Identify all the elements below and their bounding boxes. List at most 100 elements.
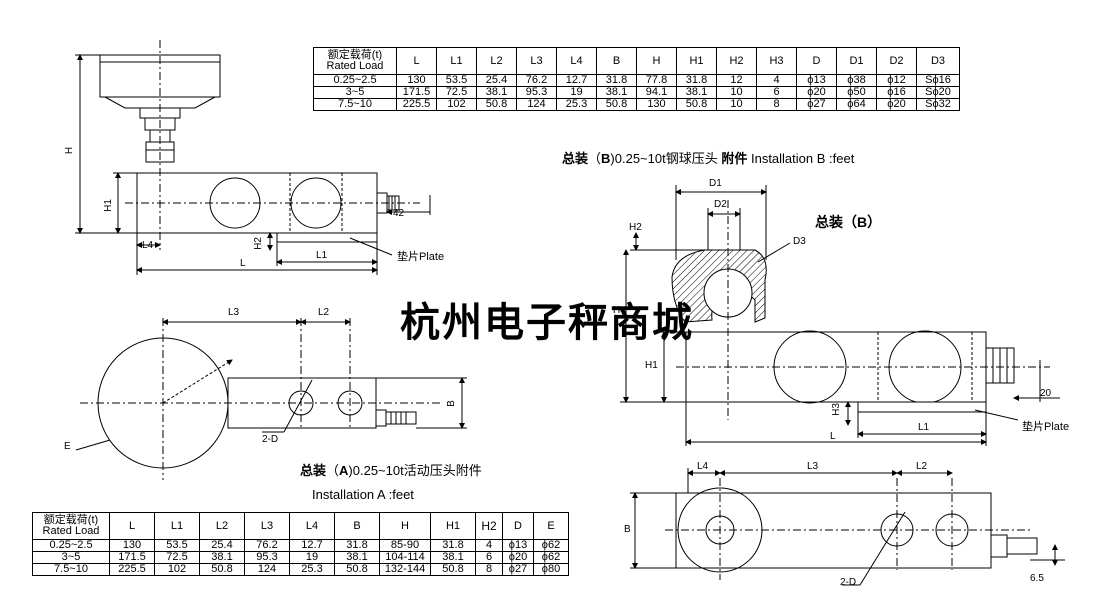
table-cell: ϕ16 [876, 86, 917, 99]
table-cell: 94.1 [636, 86, 677, 99]
table-cell: ϕ20 [502, 551, 534, 564]
label-h2-a: H2 [252, 237, 264, 250]
label-l2-b: L2 [916, 461, 928, 472]
table-cell: 124 [244, 563, 290, 576]
table-cell: 130 [636, 98, 677, 111]
header-cell: L [109, 512, 155, 540]
label-l4-a: L4 [142, 240, 154, 251]
table-cell: 31.8 [676, 74, 717, 87]
label-l3-b: L3 [807, 461, 819, 472]
label-l-b: L [830, 431, 836, 442]
label-h-b: H [613, 305, 621, 316]
label-plate-a: 垫片Plate [397, 251, 445, 263]
table-cell: 130 [109, 539, 155, 552]
table-cell: 10 [716, 98, 757, 111]
header-cell: H [379, 512, 431, 540]
installation-b-side-view [620, 185, 1060, 446]
header-cell: H2 [716, 47, 757, 75]
table-cell: 38.1 [199, 551, 245, 564]
header-cell-rated-load: 额定载荷(t) Rated Load [313, 47, 397, 75]
table-cell: 225.5 [109, 563, 155, 576]
table-cell: 31.8 [334, 539, 380, 552]
header-cell: L3 [244, 512, 290, 540]
table-cell: ϕ80 [533, 563, 569, 576]
label-h1-a: H1 [102, 199, 114, 212]
table-cell: 25.3 [556, 98, 597, 111]
table-cell: 85-90 [379, 539, 431, 552]
header-cell: L4 [556, 47, 597, 75]
table-cell: ϕ12 [876, 74, 917, 87]
label-d2: D2 [714, 199, 727, 210]
table-cell: 25.4 [476, 74, 517, 87]
table-cell: 38.1 [596, 86, 637, 99]
header-cell: D1 [836, 47, 877, 75]
header-cell: L1 [436, 47, 477, 75]
table-cell: Sϕ32 [916, 98, 960, 111]
label-h-a: H [64, 146, 76, 155]
table-cell: 95.3 [244, 551, 290, 564]
table-cell: 171.5 [109, 551, 155, 564]
table-cell: 38.1 [334, 551, 380, 564]
table-cell: 12.7 [556, 74, 597, 87]
table-cell: 8 [756, 98, 797, 111]
caption-installation-a-en: Installation A :feet [312, 487, 414, 502]
table-cell: 10 [716, 86, 757, 99]
table-cell: 3~5 [32, 551, 110, 564]
table-cell: 50.8 [334, 563, 380, 576]
table-cell: 0.25~2.5 [32, 539, 110, 552]
table-cell: 72.5 [154, 551, 200, 564]
table-cell: 25.4 [199, 539, 245, 552]
table-cell: ϕ62 [533, 539, 569, 552]
table-cell: 0.25~2.5 [313, 74, 397, 87]
table-cell: 76.2 [516, 74, 557, 87]
caption-installation-a: 总装（A)0.25~10t活动压头附件 [300, 463, 482, 478]
header-cell: H2 [475, 512, 503, 540]
table-cell: 19 [556, 86, 597, 99]
table-cell: 50.8 [199, 563, 245, 576]
installation-a-top-view [75, 318, 467, 480]
table-cell: 171.5 [396, 86, 437, 99]
table-cell: 50.8 [430, 563, 476, 576]
table-cell: 25.3 [289, 563, 335, 576]
spec-table-installation-b: 额定载荷(t) Rated Load L L1 L2 L3 L4 B H H1 … [313, 47, 960, 111]
header-cell: D [796, 47, 837, 75]
table-cell: 124 [516, 98, 557, 111]
table-cell: 53.5 [436, 74, 477, 87]
table-cell: 4 [756, 74, 797, 87]
header-cell: L [396, 47, 437, 75]
label-l4-b: L4 [697, 461, 709, 472]
header-cell: L3 [516, 47, 557, 75]
table-cell: 6 [475, 551, 503, 564]
table-cell: 50.8 [676, 98, 717, 111]
table-cell: 38.1 [430, 551, 476, 564]
label-2d-b: 2-D [840, 577, 857, 588]
label-l1-b: L1 [918, 422, 930, 433]
label-h3-b: H3 [830, 403, 842, 416]
table-cell: 104-114 [379, 551, 431, 564]
table-header-row: 额定载荷(t) Rated Load L L1 L2 L3 L4 B H H1 … [32, 512, 569, 540]
header-cell: D3 [916, 47, 960, 75]
table-cell: 72.5 [436, 86, 477, 99]
label-h1-b: H1 [645, 360, 658, 371]
header-cell: H [636, 47, 677, 75]
table-cell: Sϕ20 [916, 86, 960, 99]
table-cell: ϕ13 [796, 74, 837, 87]
table-cell: 225.5 [396, 98, 437, 111]
table-cell: ϕ13 [502, 539, 534, 552]
spec-table-installation-a: 额定载荷(t) Rated Load L L1 L2 L3 L4 B H H1 … [32, 512, 569, 576]
table-cell: 7.5~10 [313, 98, 397, 111]
table-cell: 3~5 [313, 86, 397, 99]
header-cell: D2 [876, 47, 917, 75]
label-20: 20 [1040, 388, 1052, 399]
label-h2-b: H2 [629, 222, 642, 233]
table-cell: 50.8 [476, 98, 517, 111]
table-cell: 31.8 [596, 74, 637, 87]
label-d1: D1 [709, 178, 722, 189]
table-cell: 38.1 [476, 86, 517, 99]
table-cell: 8 [475, 563, 503, 576]
